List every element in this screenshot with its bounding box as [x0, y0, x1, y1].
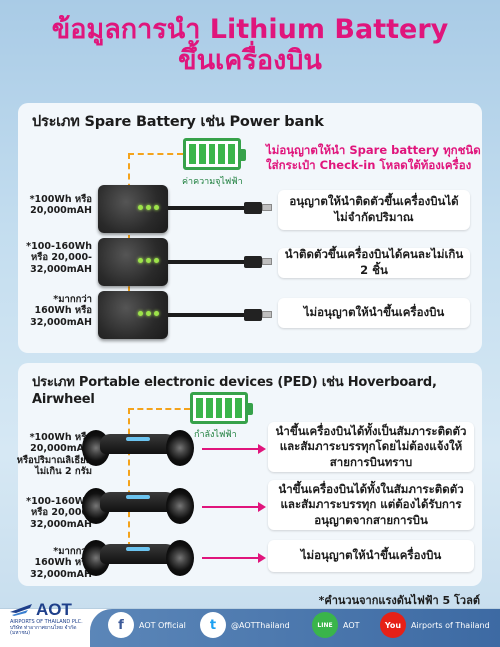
hoverboard-image	[78, 428, 198, 468]
usb-plug	[244, 309, 262, 321]
social-youtube[interactable]: You Airports of Thailand	[380, 612, 490, 638]
social-twitter[interactable]: t @AOTThailand	[200, 612, 290, 638]
capacity-label: *100-160Wh หรือ 20,000- 32,000mAH	[26, 241, 92, 275]
dashed-connector	[128, 153, 183, 155]
rule-box: ไม่อนุญาตให้นำขึ้นเครื่องบิน	[268, 540, 474, 572]
dashed-connector	[128, 408, 190, 410]
footer-social-band	[90, 609, 500, 647]
title-line-2: ขึ้นเครื่องบิน	[178, 45, 322, 77]
social-line[interactable]: LINE AOT	[312, 612, 360, 638]
arrow-icon	[202, 444, 266, 454]
page-title: ข้อมูลการนำ Lithium Battery ขึ้นเครื่องบ…	[0, 14, 500, 76]
social-label: Airports of Thailand	[411, 620, 490, 630]
battery-label: ค่าความจุไฟฟ้า	[182, 177, 243, 187]
warning-line-1: ไม่อนุญาตให้นำ Spare battery ทุกชนิด	[266, 143, 481, 157]
dashed-connector	[128, 408, 130, 548]
battery-icon	[190, 392, 253, 424]
power-bank-image	[98, 185, 168, 233]
power-bank-image	[98, 238, 168, 286]
facebook-icon: f	[108, 612, 134, 638]
rule-box: นำขึ้นเครื่องบินได้ทั้งเป็นสัมภาระติดตัว…	[268, 422, 474, 472]
section2-heading: ประเภท Portable electronic devices (PED)…	[32, 375, 437, 407]
battery-label: กำลังไฟฟ้า	[194, 430, 237, 440]
usb-plug	[244, 256, 262, 268]
battery-icon	[183, 138, 246, 170]
power-bank-image	[98, 291, 168, 339]
social-label: @AOTThailand	[231, 620, 290, 630]
logo-subtitle: AIRPORTS OF THAILAND PLC. บริษัท ท่าอากา…	[10, 619, 83, 636]
capacity-label: *100-160Wh หรือ 20,000- 32,000mAH	[26, 496, 92, 530]
checkin-warning: ไม่อนุญาตให้นำ Spare battery ทุกชนิด ใส่…	[266, 143, 481, 173]
hoverboard-image	[78, 538, 198, 578]
section1-heading: ประเภท Spare Battery เช่น Power bank	[32, 114, 324, 130]
usb-plug-tip	[262, 258, 272, 265]
line-icon: LINE	[312, 612, 338, 638]
capacity-label: *100Wh หรือ 20,000mAH	[29, 194, 92, 217]
hoverboard-image	[78, 486, 198, 526]
social-label: AOT Official	[139, 620, 186, 630]
title-line-1: ข้อมูลการนำ Lithium Battery	[51, 14, 449, 45]
footnote: *คำนวนจากแรงดันไฟฟ้า 5 โวลต์	[318, 594, 480, 607]
youtube-icon: You	[380, 612, 406, 638]
arrow-icon	[202, 502, 266, 512]
cable	[168, 206, 258, 210]
twitter-icon: t	[200, 612, 226, 638]
rule-box: ไม่อนุญาตให้นำขึ้นเครื่องบิน	[278, 298, 470, 328]
cable	[168, 260, 258, 264]
social-label: AOT	[343, 620, 360, 630]
capacity-label: *มากกว่า 160Wh หรือ 32,000mAH	[30, 294, 92, 328]
rule-box: นำติดตัวขึ้นเครื่องบินได้คนละไม่เกิน 2 ช…	[278, 247, 470, 278]
social-facebook[interactable]: f AOT Official	[108, 612, 186, 638]
rule-box: นำขึ้นเครื่องบินได้ทั้งในสัมภาระติดตัว แ…	[268, 480, 474, 530]
rule-box: อนุญาตให้นำติดตัวขึ้นเครื่องบินได้ ไม่จำ…	[278, 190, 470, 230]
usb-plug-tip	[262, 204, 272, 211]
logo-text: AOT	[36, 600, 72, 619]
arrow-icon	[202, 553, 266, 563]
cable	[168, 313, 258, 317]
warning-line-2: ใส่กระเป๋า Check-in โหลดใต้ท้องเครื่อง	[266, 157, 472, 172]
airplane-logo-icon	[10, 604, 32, 616]
footer	[0, 608, 500, 647]
usb-plug-tip	[262, 311, 272, 318]
usb-plug	[244, 202, 262, 214]
